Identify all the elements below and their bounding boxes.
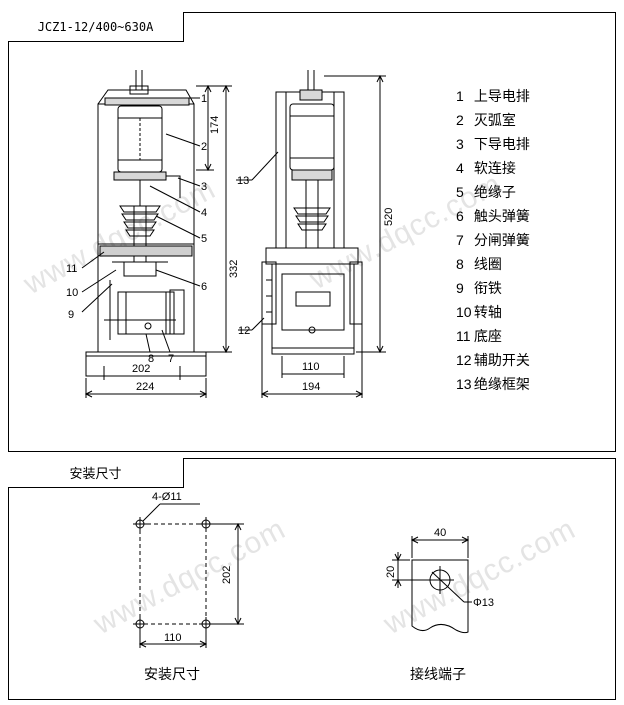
install-dim-202-label: 202 [221, 566, 233, 584]
legend-number: 11 [456, 328, 471, 344]
legend-number: 1 [456, 88, 464, 104]
side-insulator [293, 180, 331, 248]
terminal-dim-20-label: 20 [385, 566, 397, 578]
front-callout-10: 10 [66, 287, 78, 299]
side-callout-13: 13 [237, 175, 249, 187]
legend-label: 软连接 [473, 160, 516, 176]
front-callout-7: 7 [168, 353, 174, 365]
legend-item: 8 线圈 [456, 252, 530, 276]
legend-label: 上导电排 [473, 88, 530, 104]
legend-item: 11 底座 [456, 324, 530, 348]
front-callout-11: 11 [66, 263, 77, 275]
model-title: JCZ1-12/400~630A [8, 12, 184, 42]
legend-label: 绝缘框架 [473, 376, 530, 392]
legend-label: 转轴 [473, 304, 502, 320]
install-hole-label: 4-Ø11 [152, 491, 182, 503]
front-callout-6: 6 [201, 281, 207, 293]
legend-number: 7 [456, 232, 464, 248]
legend-number: 5 [456, 184, 464, 200]
legend-number: 12 [456, 352, 472, 368]
front-callout-4: 4 [201, 207, 207, 219]
install-caption: 安装尺寸 [144, 666, 200, 682]
legend-label: 绝缘子 [473, 184, 516, 200]
legend-item: 3 下导电排 [456, 132, 530, 156]
dim-174-label: 174 [209, 116, 221, 134]
legend-number: 8 [456, 256, 464, 272]
legend-number: 13 [456, 376, 472, 392]
bottom-panel-frame [8, 458, 616, 700]
side-callout-12: 12 [238, 325, 250, 337]
terminal-plate [411, 559, 469, 634]
front-view [81, 70, 232, 398]
legend-number: 6 [456, 208, 464, 224]
legend-label: 线圈 [473, 256, 502, 272]
dim-520-label: 520 [383, 208, 395, 226]
legend-number: 3 [456, 136, 464, 152]
dim-224-label: 224 [136, 381, 154, 393]
install-drawing [133, 503, 244, 648]
top-panel-frame [8, 12, 616, 452]
install-outline [139, 523, 207, 625]
legend-number: 10 [456, 304, 472, 320]
legend-label: 底座 [473, 328, 502, 344]
install-dim-110-label: 110 [164, 632, 182, 644]
terminal-hole-label: Φ13 [473, 597, 494, 609]
dim-194-label: 194 [302, 381, 320, 393]
legend-label: 辅助开关 [473, 352, 530, 368]
legend-label: 下导电排 [473, 136, 530, 152]
legend-item: 1 上导电排 [456, 84, 530, 108]
front-callout-5: 5 [201, 233, 207, 245]
front-callout-3: 3 [201, 181, 207, 193]
dim-332-label: 332 [228, 260, 240, 278]
front-callout-8: 8 [148, 353, 154, 365]
legend-label: 衔铁 [473, 280, 502, 296]
legend-item: 13 绝缘框架 [456, 372, 530, 396]
terminal-caption: 接线端子 [410, 666, 466, 682]
legend-item: 9 衔铁 [456, 276, 530, 300]
install-section-title: 安装尺寸 [8, 458, 184, 488]
legend-number: 9 [456, 280, 464, 296]
legend-item: 12 辅助开关 [456, 348, 530, 372]
legend-item: 2 灭弧室 [456, 108, 530, 132]
side-interrupter [289, 103, 335, 171]
terminal-drawing [392, 536, 472, 634]
legend-number: 4 [456, 160, 464, 176]
legend-item: 10 转轴 [456, 300, 530, 324]
legend-item: 5 绝缘子 [456, 180, 530, 204]
front-callout-2: 2 [201, 141, 207, 153]
legend-number: 2 [456, 112, 464, 128]
terminal-dim-40-label: 40 [434, 527, 446, 539]
front-callout-1: 1 [201, 93, 207, 105]
legend-label: 分闸弹簧 [473, 232, 530, 248]
dim-202-label: 202 [132, 363, 150, 375]
legend-item: 4 软连接 [456, 156, 530, 180]
front-callout-9: 9 [68, 309, 74, 321]
front-top-cap [97, 89, 195, 105]
dim-110-side-label: 110 [302, 361, 320, 373]
legend-item: 6 触头弹簧 [456, 204, 530, 228]
side-view [236, 70, 386, 398]
side-base-top [265, 247, 359, 265]
legend-item: 7 分闸弹簧 [456, 228, 530, 252]
legend-label: 灭弧室 [473, 112, 516, 128]
side-aux-switch [261, 261, 277, 325]
legend-label: 触头弹簧 [473, 208, 530, 224]
